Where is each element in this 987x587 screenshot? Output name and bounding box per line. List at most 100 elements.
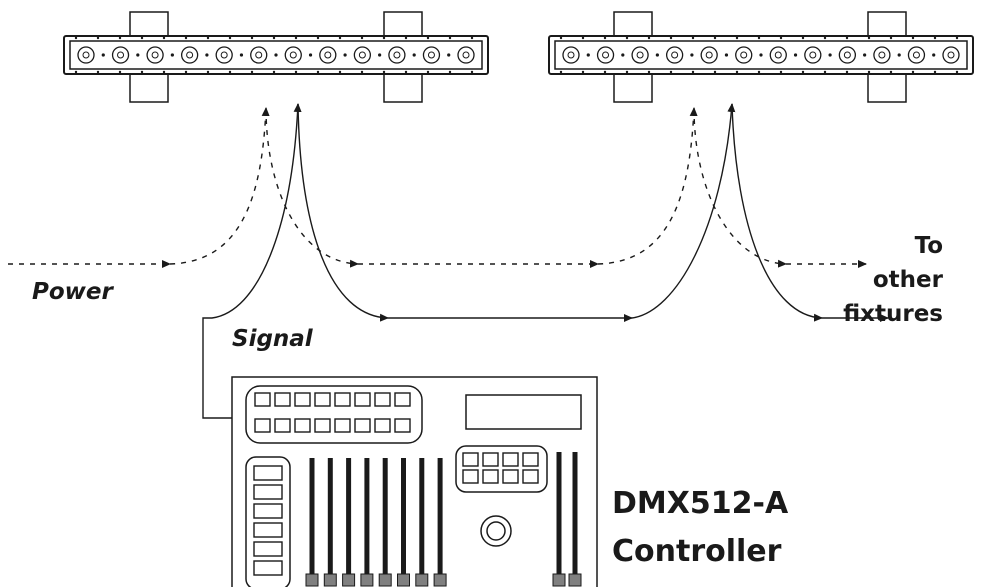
lens xyxy=(562,46,580,64)
lens-dot xyxy=(447,53,451,57)
rail-dot xyxy=(118,70,122,74)
lens xyxy=(457,46,475,64)
lens xyxy=(769,46,787,64)
rail-dot xyxy=(713,36,717,40)
lens-center xyxy=(117,51,125,59)
lens xyxy=(631,46,649,64)
rail-dot xyxy=(801,70,805,74)
controller-button xyxy=(334,418,351,433)
rail-dot xyxy=(955,70,959,74)
rail-dot xyxy=(96,70,100,74)
rail-dot xyxy=(933,70,937,74)
lens xyxy=(215,46,233,64)
lens-center xyxy=(427,51,435,59)
lens-center xyxy=(705,51,713,59)
fader-cap xyxy=(378,573,392,587)
lens xyxy=(665,46,684,64)
controller-display xyxy=(465,394,582,430)
fixture-right-lenses xyxy=(559,36,960,74)
rail-dot xyxy=(867,70,871,74)
to-label-line-1: To xyxy=(914,233,943,259)
signal-label: Signal xyxy=(232,326,313,352)
rail-dot xyxy=(426,36,430,40)
fixture-left-lenses xyxy=(74,36,475,74)
rail-dot xyxy=(625,36,629,40)
lens xyxy=(873,46,891,64)
master-fader-cap xyxy=(568,573,582,587)
lens-center xyxy=(671,51,679,59)
controller-knob xyxy=(480,515,512,547)
master-fader-cap xyxy=(552,573,566,587)
lens xyxy=(907,46,926,64)
lens-center xyxy=(186,51,194,59)
rail-dot xyxy=(867,36,871,40)
lens-dot xyxy=(308,53,313,57)
rail-dot xyxy=(338,70,342,74)
rail-dot xyxy=(779,36,783,40)
lens-dot xyxy=(690,53,694,57)
controller-main-faders xyxy=(305,458,447,587)
fader-cap xyxy=(415,573,429,587)
lens-center xyxy=(774,51,782,59)
rail-dot xyxy=(845,70,849,74)
lens xyxy=(838,46,857,64)
rail-dot xyxy=(801,36,805,40)
lens-center xyxy=(324,51,332,59)
rail-dot xyxy=(316,36,320,40)
rail-dot xyxy=(140,36,144,40)
keypad-button xyxy=(502,469,519,484)
rail-dot xyxy=(272,70,276,74)
controller-button xyxy=(274,392,291,407)
fader-track xyxy=(382,458,388,583)
controller-label: DMX512-A Controller xyxy=(612,480,788,576)
lens-dot xyxy=(205,53,209,57)
controller-button xyxy=(374,392,391,407)
lens-dot xyxy=(655,53,659,57)
lens-dot xyxy=(621,53,625,57)
rail-dot xyxy=(294,70,298,74)
lens xyxy=(388,46,406,64)
rail-dot xyxy=(206,70,210,74)
rail-dot xyxy=(581,36,585,40)
lens-center xyxy=(740,51,748,59)
keypad-button xyxy=(522,469,539,484)
lens-dot xyxy=(897,53,901,57)
fader-cap xyxy=(433,573,447,587)
rail-dot xyxy=(338,36,342,40)
lens-center xyxy=(809,51,817,59)
fader-cap xyxy=(342,573,356,587)
controller-button xyxy=(254,392,271,407)
lens-center xyxy=(947,51,955,59)
rail-dot xyxy=(426,70,430,74)
lens-center xyxy=(843,51,851,59)
rail-dot xyxy=(228,70,232,74)
keypad-button xyxy=(482,469,499,484)
lens xyxy=(284,46,302,64)
lens xyxy=(111,46,130,64)
fader-track xyxy=(309,458,315,583)
lens-dot xyxy=(828,53,832,57)
fader-cap xyxy=(360,573,374,587)
lens xyxy=(319,46,337,64)
fader-track xyxy=(419,458,425,583)
rail-dot xyxy=(691,36,695,40)
controller-top-buttons xyxy=(254,392,411,433)
lens-center xyxy=(912,51,920,59)
rail-dot xyxy=(360,70,364,74)
controller-button xyxy=(314,392,331,407)
fixture-left xyxy=(63,11,489,103)
keypad-button xyxy=(462,452,479,467)
rail-dot xyxy=(250,36,254,40)
lens-dot xyxy=(378,53,382,57)
rail-dot xyxy=(228,36,232,40)
controller-button xyxy=(253,560,283,576)
rail-dot xyxy=(625,70,629,74)
rail-dot xyxy=(559,36,563,40)
rail-dot xyxy=(911,70,915,74)
to-other-fixtures-label: To other fixtures xyxy=(843,229,943,331)
to-label-line-2: other xyxy=(872,267,943,293)
keypad-button xyxy=(482,452,499,467)
controller-button xyxy=(254,418,271,433)
rail-dot xyxy=(294,36,298,40)
